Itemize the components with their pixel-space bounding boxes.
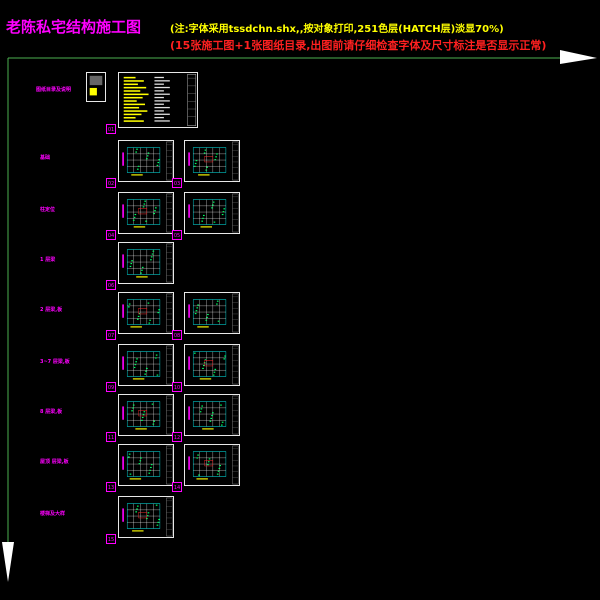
row-label: 图纸目录及说明 <box>36 87 72 93</box>
sheet-number: 12 <box>172 432 182 442</box>
drawing-sheet[interactable] <box>118 444 174 486</box>
row-label: 楼梯及大样 <box>40 511 66 517</box>
row-label: 2 层梁,板 <box>40 307 63 313</box>
sheet-count-note: (15张施工图+1张图纸目录,出图前请仔细检查字体及尺寸标注是否显示正常) <box>170 39 547 52</box>
font-note: (注:字体采用tssdchn.shx,,按对象打印,251色层(HATCH层)淡… <box>170 24 504 35</box>
drawing-sheet[interactable] <box>184 344 240 386</box>
row-label: 基础 <box>40 155 51 161</box>
drawing-sheet[interactable] <box>118 344 174 386</box>
drawing-sheet[interactable] <box>118 72 198 128</box>
drawing-sheet[interactable] <box>118 292 174 334</box>
drawing-sheet[interactable] <box>184 192 240 234</box>
x-axis-arrow-icon <box>560 50 597 64</box>
row-label: 柱定位 <box>40 207 56 213</box>
drawing-sheet[interactable] <box>118 394 174 436</box>
drawing-sheet[interactable] <box>118 242 174 284</box>
drawing-title: 老陈私宅结构施工图 <box>6 18 142 36</box>
legend-thumbnail <box>86 72 106 102</box>
sheet-number: 07 <box>106 330 116 340</box>
sheet-number: 13 <box>106 482 116 492</box>
drawing-sheet[interactable] <box>118 192 174 234</box>
sheet-number: 11 <box>106 432 116 442</box>
drawing-sheet[interactable] <box>184 444 240 486</box>
drawing-sheet[interactable] <box>184 140 240 182</box>
row-label: 8 层梁,板 <box>40 409 63 415</box>
sheet-number: 15 <box>106 534 116 544</box>
sheet-number: 04 <box>106 230 116 240</box>
drawing-sheet[interactable] <box>118 496 174 538</box>
sheet-number: 09 <box>106 382 116 392</box>
sheet-number: 03 <box>172 178 182 188</box>
sheet-number: 05 <box>172 230 182 240</box>
sheet-number: 14 <box>172 482 182 492</box>
row-label: 1 层梁 <box>40 257 56 263</box>
drawing-sheet[interactable] <box>184 292 240 334</box>
sheet-number: 08 <box>172 330 182 340</box>
sheet-number: 02 <box>106 178 116 188</box>
row-label: 3~7 层梁,板 <box>40 359 70 365</box>
drawing-sheet[interactable] <box>118 140 174 182</box>
sheet-number: 10 <box>172 382 182 392</box>
drawing-sheet[interactable] <box>184 394 240 436</box>
y-axis-arrow-icon <box>2 542 14 582</box>
row-label: 屋顶 层梁,板 <box>40 459 69 465</box>
sheet-number: 06 <box>106 280 116 290</box>
sheet-number: 01 <box>106 124 116 134</box>
